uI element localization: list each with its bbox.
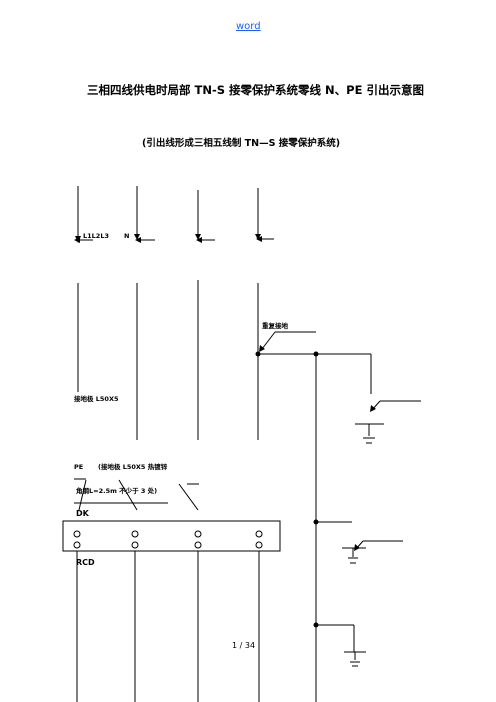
neutral-label: N — [124, 232, 130, 240]
diagram-subtitle: (引出线形成三相五线制 TN—S 接零保护系统) — [142, 138, 341, 149]
arrowhead-downl3 — [195, 234, 201, 240]
pe-leader-2 — [118, 479, 138, 511]
dk-switch-box — [62, 520, 281, 552]
pe-label: PE — [74, 463, 84, 471]
header-word-link[interactable]: word — [236, 21, 261, 32]
arrowhead-ground1 — [370, 405, 376, 412]
rcd-label: RCD — [76, 558, 95, 567]
dk-terminal-l2-bot — [131, 541, 139, 549]
pe-leader-1-diag — [78, 479, 87, 511]
dk-terminal-n-bot — [255, 541, 263, 549]
pe-spec-line1: (接地极 L50X5 热镀锌 — [98, 463, 168, 471]
junction-n — [255, 351, 261, 357]
arrowhead-downl1 — [75, 236, 81, 243]
page-number: 1 / 34 — [232, 641, 256, 650]
junction-pe-tap1 — [313, 519, 319, 525]
phase-label: L1L2L3 — [83, 232, 109, 240]
ground-electrode-label: 接地极 L50X5 — [74, 395, 119, 403]
arrowhead-repeat — [259, 345, 265, 352]
pe-leader-3-diag — [178, 483, 199, 511]
dk-terminal-n-top — [255, 530, 263, 538]
arrowhead-downn — [255, 234, 261, 240]
arrowhead-3 — [196, 237, 202, 243]
junction-pe-tap2 — [313, 622, 319, 628]
junction-pe — [313, 351, 319, 357]
arrowhead-downl2 — [134, 234, 140, 240]
dk-terminal-l3-bot — [194, 541, 202, 549]
arrowhead-2 — [135, 237, 141, 243]
dk-terminal-l1-bot — [73, 541, 81, 549]
repeat-ground-label: 重复接地 — [262, 322, 288, 330]
repeat-ground-leader-diag — [261, 331, 276, 350]
dk-terminal-l3-top — [194, 530, 202, 538]
pe-spec-line2: 角钢L=2.5m 不少于 3 处) — [76, 487, 158, 495]
switch-box-label: DK — [76, 509, 89, 518]
dk-terminal-l2-top — [131, 530, 139, 538]
diagram-title: 三相四线供电时局部 TN-S 接零保护系统零线 N、PE 引出示意图 — [87, 83, 424, 97]
arrowhead-4 — [256, 236, 262, 242]
dk-terminal-l1-top — [73, 530, 81, 538]
arrowhead-ground2 — [354, 544, 360, 551]
